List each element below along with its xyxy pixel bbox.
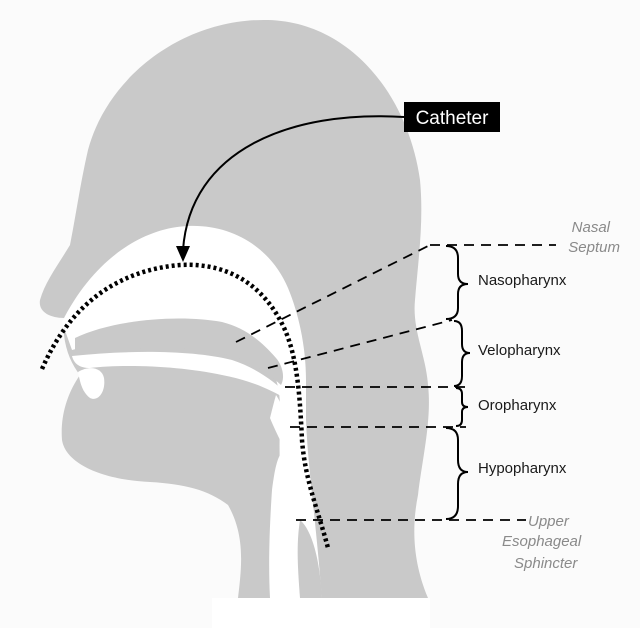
- nasal-septum-label-line1: Nasal: [572, 219, 611, 236]
- bottom-strip: [212, 598, 430, 628]
- oropharynx-brace: [456, 388, 468, 426]
- ues-label-line2: Esophageal: [502, 533, 582, 550]
- catheter-label: Catheter: [416, 108, 490, 129]
- hypopharynx-brace: [446, 428, 468, 519]
- hypopharynx-label: Hypopharynx: [478, 460, 567, 477]
- oropharynx-label: Oropharynx: [478, 397, 557, 414]
- velopharynx-brace: [454, 321, 470, 386]
- nasopharynx-brace: [446, 246, 468, 319]
- ues-label-line3: Sphincter: [514, 555, 578, 572]
- ues-label-line1: Upper: [528, 513, 570, 530]
- velopharynx-label: Velopharynx: [478, 342, 561, 359]
- nasopharynx-label: Nasopharynx: [478, 272, 567, 289]
- nasal-septum-label-line2: Septum: [568, 239, 620, 256]
